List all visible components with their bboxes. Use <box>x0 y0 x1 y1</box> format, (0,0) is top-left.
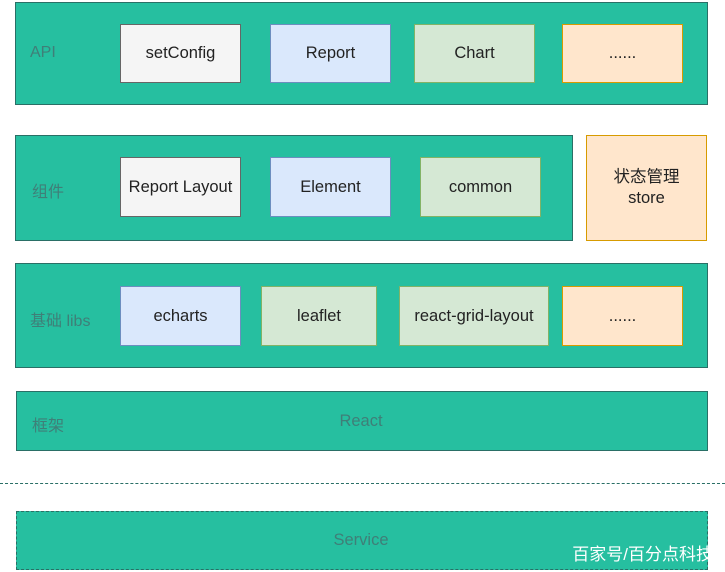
echarts-box: echarts <box>120 286 241 346</box>
framework-layer-label: 框架 <box>32 418 65 435</box>
setconfig-box: setConfig <box>120 24 241 83</box>
chart-box: Chart <box>414 24 535 83</box>
state-management-title: 状态管理 <box>613 168 680 187</box>
service-label: Service <box>333 531 389 549</box>
report-layout-box: Report Layout <box>120 157 241 217</box>
api-more-box: ...... <box>562 24 683 83</box>
state-management-store: store <box>628 189 665 207</box>
api-layer-label: API <box>30 44 56 61</box>
react-label: React <box>339 411 383 430</box>
libs-layer-label: 基础 libs <box>30 313 91 330</box>
service-layer <box>16 511 708 570</box>
components-layer-label: 组件 <box>32 184 65 201</box>
libs-more-box: ...... <box>562 286 683 346</box>
framework-layer <box>16 391 708 451</box>
watermark-text: 百家号/百分点科技 <box>572 545 713 564</box>
common-box: common <box>420 157 541 217</box>
react-grid-layout-box: react-grid-layout <box>399 286 549 346</box>
dashed-divider <box>0 483 725 484</box>
leaflet-box: leaflet <box>261 286 377 346</box>
element-box: Element <box>270 157 391 217</box>
state-management-box: 状态管理 store <box>586 135 707 241</box>
report-box: Report <box>270 24 391 83</box>
